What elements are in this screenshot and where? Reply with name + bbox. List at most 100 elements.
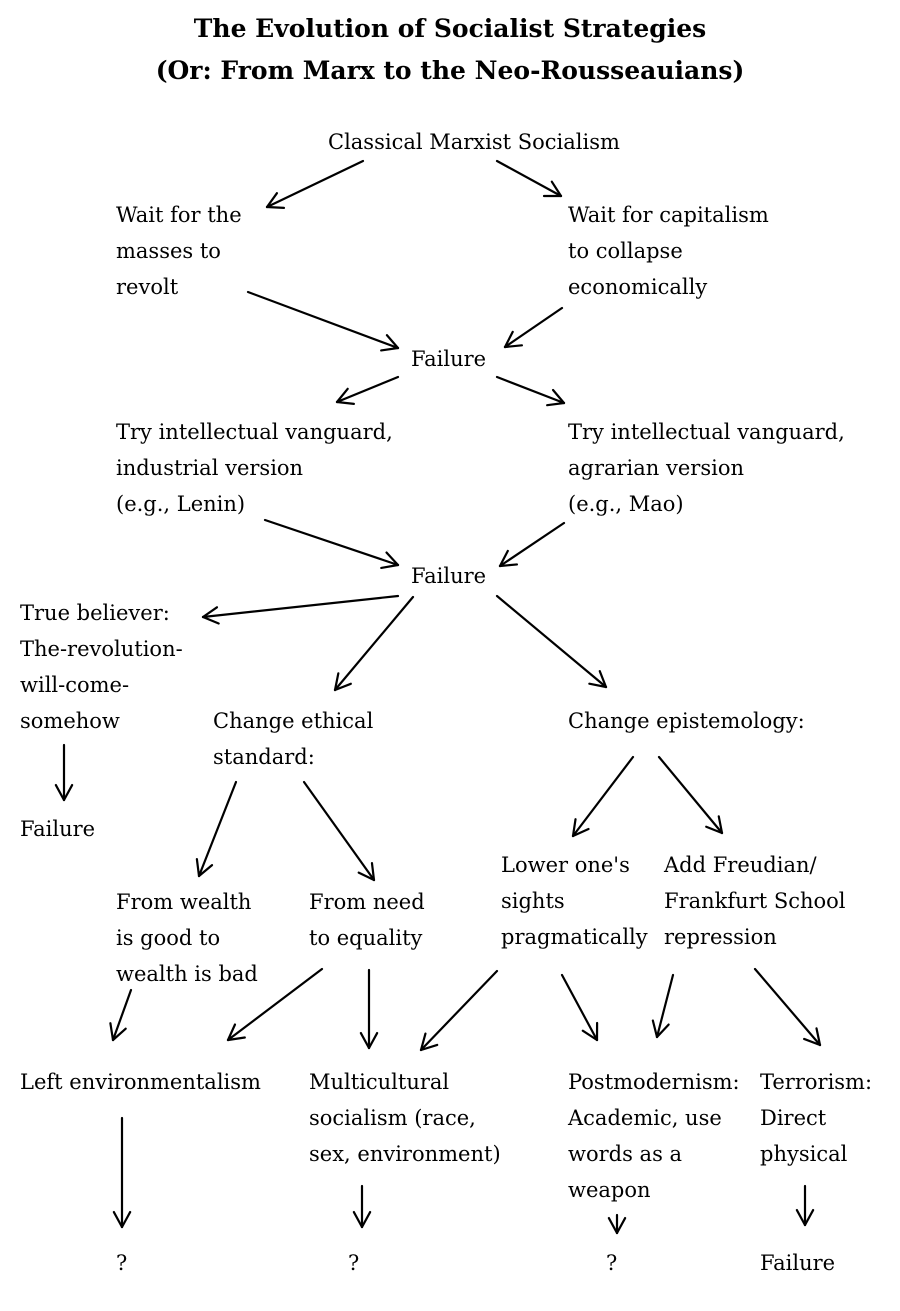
node-line: words as a [568,1142,683,1166]
node-change-ethical-standard: Change ethical standard: [213,703,373,775]
node-line: socialism (race, [309,1106,476,1130]
node-lower-sights: Lower one's sights pragmatically [501,847,648,955]
arrow-classical-to-masses [265,159,365,210]
node-left-environmentalism: Left environmentalism [20,1064,261,1100]
node-failure-true-believer: Failure [20,811,95,847]
node-line: will-come- [20,673,130,697]
arrow-need-to-left-env [226,967,324,1042]
arrow-ethical-to-need [302,780,376,882]
node-line: to collapse [568,239,683,263]
node-line: Terrorism: [760,1070,873,1094]
node-change-epistemology: Change epistemology: [568,703,805,739]
node-line: to equality [309,926,423,950]
node-line: Academic, use [568,1106,722,1130]
arrow-multicultural-to-question [352,1184,372,1229]
node-line: pragmatically [501,925,648,949]
node-failure-2: Failure [411,558,486,594]
node-line: industrial version [116,456,304,480]
node-line: Classical Marxist Socialism [328,130,620,154]
node-wait-for-collapse: Wait for capitalism to collapse economical… [568,197,769,305]
arrow-freudian-to-postmodernism [651,973,675,1039]
node-line: Change epistemology: [568,709,805,733]
node-line: agrarian version [568,456,744,480]
node-line: From need [309,890,425,914]
node-line: Left environmentalism [20,1070,261,1094]
node-line: Failure [411,564,487,588]
arrow-left-env-to-question [112,1116,132,1229]
arrow-need-to-multicultural [359,968,379,1050]
node-line: Failure [760,1251,836,1275]
node-line: Try intellectual vanguard, [568,420,845,444]
node-line: From wealth [116,890,252,914]
node-line: weapon [568,1178,651,1202]
arrow-postmodernism-to-question [607,1213,627,1235]
node-wait-for-masses: Wait for the masses to revolt [116,197,242,305]
node-line: Wait for the [116,203,242,227]
diagram-title: The Evolution of Socialist Strategies [193,14,707,43]
node-line: Direct [760,1106,827,1130]
node-failure-1: Failure [411,341,486,377]
node-line: ? [116,1251,128,1275]
arrow-freudian-to-terrorism [753,967,822,1047]
node-line: Lower one's [501,853,630,877]
node-line: Add Freudian/ [664,853,817,877]
arrow-failure-to-industrial [335,375,400,405]
node-question-left-env: ? [116,1245,127,1281]
arrow-collapse-to-failure [503,306,564,349]
node-line: Wait for capitalism [568,203,769,227]
node-need-to-equality: From need to equality [309,884,425,956]
node-line: ? [606,1251,618,1275]
arrow-lower-sights-to-postmodernism [560,973,599,1042]
node-failure-terrorism: Failure [760,1245,835,1281]
node-question-multicultural: ? [348,1245,359,1281]
node-terrorism: Terrorism: Direct physical [760,1064,872,1172]
node-line: repression [664,925,777,949]
node-line: (e.g., Mao) [568,492,684,516]
node-line: The-revolution- [20,637,183,661]
arrow-failure-to-epistemology [495,594,608,689]
node-vanguard-industrial: Try intellectual vanguard, industrial ver… [116,414,393,522]
node-line: revolt [116,275,179,299]
arrow-agrarian-to-failure [498,521,566,568]
arrow-masses-to-failure [246,290,400,352]
node-line: physical [760,1142,848,1166]
arrow-epistemology-to-lower-sights [571,755,635,838]
arrow-classical-to-collapse [495,159,563,198]
node-line: (e.g., Lenin) [116,492,246,516]
arrow-industrial-to-failure [263,518,400,570]
node-line: sights [501,889,565,913]
node-line: Failure [20,817,96,841]
node-question-postmodernism: ? [606,1245,617,1281]
arrow-wealth-to-left-env [109,988,133,1042]
node-line: Frankfurt School [664,889,846,913]
node-line: ? [348,1251,360,1275]
arrow-epistemology-to-freudian [657,755,724,835]
arrow-terrorism-to-failure [795,1184,815,1227]
node-line: Multicultural [309,1070,450,1094]
node-true-believer: True believer: The-revolution-will-come-s… [20,595,183,739]
arrow-failure-to-agrarian [495,375,566,407]
node-line: somehow [20,709,120,733]
node-line: Change ethical [213,709,374,733]
node-vanguard-agrarian: Try intellectual vanguard, agrarian versi… [568,414,845,522]
node-line: Try intellectual vanguard, [116,420,393,444]
arrow-true-believer-to-failure [54,743,74,802]
arrow-ethical-to-wealth [195,780,238,878]
node-line: Postmodernism: [568,1070,740,1094]
node-line: masses to [116,239,221,263]
node-line: standard: [213,745,315,769]
arrow-lower-sights-to-multicultural [419,969,499,1052]
arrow-failure-to-true-believer [201,594,400,625]
node-line: economically [568,275,708,299]
arrow-failure-to-ethical [333,595,415,692]
node-freudian-repression: Add Freudian/Frankfurt School repression [664,847,846,955]
node-line: is good to [116,926,221,950]
node-line: True believer: [20,601,170,625]
node-postmodernism: Postmodernism: Academic, use words as a wea… [568,1064,740,1208]
node-line: Failure [411,347,487,371]
diagram-subtitle: (Or: From Marx to the Neo-Rousseauians) [155,56,745,85]
